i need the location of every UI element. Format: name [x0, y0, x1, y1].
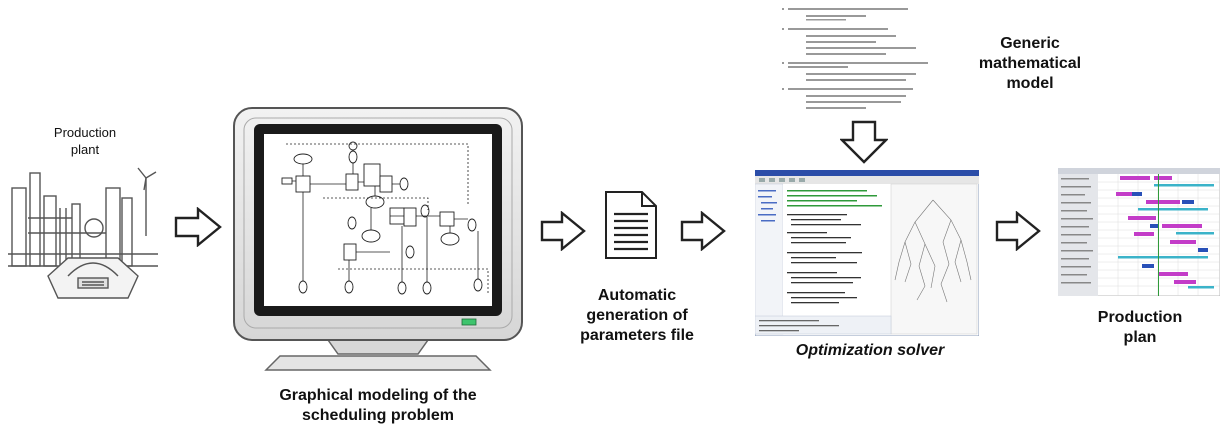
- math-model-page-icon: [782, 8, 928, 109]
- optimization-solver-label: Optimization solver: [795, 342, 945, 359]
- computer-monitor-icon: [233, 107, 523, 371]
- factory-icon: [8, 167, 158, 299]
- arrow-right-icon: [995, 211, 1041, 251]
- solver-screenshot-icon: [755, 170, 979, 336]
- arrow-right-icon: [540, 211, 586, 251]
- gantt-chart-icon: [1058, 168, 1220, 296]
- automatic-generation-label: Automatic generation of parameters file: [580, 287, 694, 344]
- document-icon: [605, 191, 657, 259]
- graphical-modeling-label: Graphical modeling of the scheduling pro…: [279, 387, 477, 424]
- arrow-down-icon: [840, 120, 888, 164]
- generic-model-label: Generic mathematical model: [978, 35, 1082, 92]
- production-plan-label: Production plan: [1097, 309, 1183, 346]
- arrow-right-icon: [174, 207, 222, 247]
- arrow-right-icon: [680, 211, 726, 251]
- production-plant-label: Production plant: [53, 125, 117, 157]
